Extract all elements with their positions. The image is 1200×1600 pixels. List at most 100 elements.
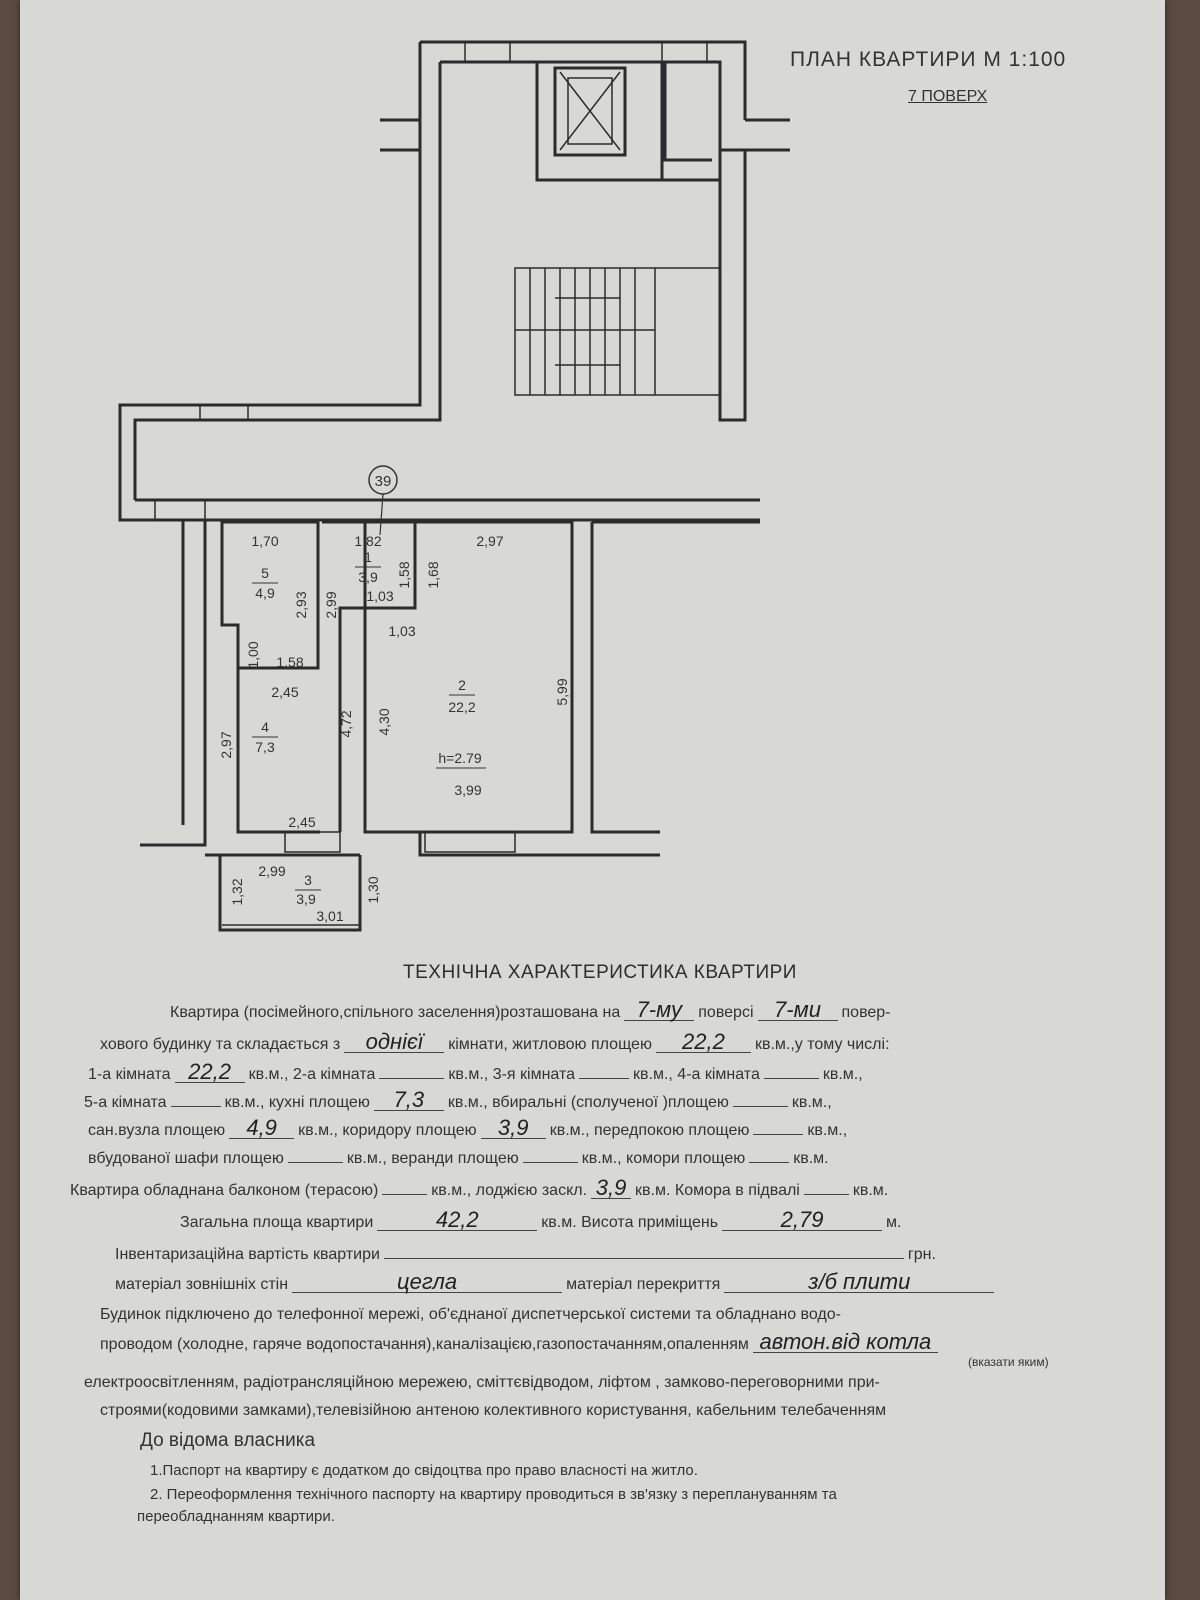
form-label: кв.м., комори площею	[581, 1150, 746, 1167]
form-label: кв.м.,у тому числі:	[754, 1036, 890, 1053]
note-item: переобладнанням квартири.	[137, 1508, 335, 1525]
form-heading: ТЕХНІЧНА ХАРАКТЕРИСТИКА КВАРТИРИ	[403, 962, 797, 983]
dimension: 2,99	[323, 591, 339, 618]
form-label: кв.м., кухні площею	[224, 1094, 370, 1111]
axis-marker: 39	[368, 465, 398, 536]
room-number: 3	[304, 872, 312, 888]
form-field-value[interactable]: з/б плити	[724, 1271, 995, 1293]
dimension: 3,01	[316, 908, 343, 924]
dimension: 3,99	[454, 782, 481, 798]
form-label: кв.м. Комора в підвалі	[635, 1182, 800, 1199]
form-field-value[interactable]: автон.від котла	[752, 1331, 938, 1353]
dimension: 1,58	[276, 654, 303, 670]
room-number: 5	[261, 565, 269, 581]
form-field-value[interactable]: 7,3	[373, 1089, 444, 1111]
form-label: кв.м., коридору площею	[298, 1122, 477, 1139]
form-field-value[interactable]	[753, 1134, 804, 1135]
dimension: 1,03	[388, 623, 415, 639]
room-area: 22,2	[448, 699, 475, 715]
floor-label: 7 ПОВЕРХ	[908, 88, 988, 105]
form-field-value[interactable]	[287, 1162, 343, 1163]
form-label: електроосвітленням, радіотрансляційною м…	[84, 1374, 880, 1391]
floor-plan: 39 1 3,9 2 22,2 3 3,9 4 7,3 5 4,9 1,70 1…	[118, 40, 790, 932]
dimension: 1,82	[354, 533, 381, 549]
form-label: Квартира обладнана балконом (терасою)	[70, 1182, 379, 1199]
dimension: 1,00	[245, 641, 261, 668]
form-label: поверсі	[698, 1004, 754, 1021]
form-field-value[interactable]: 42,2	[377, 1209, 538, 1231]
form-label: проводом (холодне, гаряче водопостачання…	[100, 1336, 749, 1353]
form-label: хового будинку та складається з	[100, 1036, 341, 1053]
form-label: повер-	[841, 1004, 891, 1021]
form-label: Загальна площа квартири	[180, 1214, 374, 1231]
room-area: 4,9	[255, 585, 275, 601]
windows	[154, 41, 708, 926]
form-field-value[interactable]	[579, 1078, 630, 1079]
form-label: строями(кодовими замками),телевізійною а…	[100, 1402, 887, 1419]
dimension: 1,32	[229, 878, 245, 905]
form-field-value[interactable]: цегла	[292, 1271, 563, 1293]
dimension: 5,99	[554, 678, 570, 705]
room-area: 7,3	[255, 739, 275, 755]
form-label: кв.м., лоджією заскл.	[431, 1182, 588, 1199]
form-label: Квартира (посімейного,спільного заселенн…	[170, 1004, 621, 1021]
form-field-value[interactable]: 3,9	[591, 1177, 632, 1199]
form-field-value[interactable]	[522, 1162, 578, 1163]
staircase	[514, 267, 721, 396]
room-area: 3,9	[296, 891, 316, 907]
form-field-value[interactable]	[763, 1078, 819, 1079]
dimension: 2,45	[271, 684, 298, 700]
note-item: 2. Переоформлення технічного паспорту на…	[150, 1486, 837, 1503]
notes-heading: До відома власника	[140, 1430, 316, 1451]
form-label: матеріал перекриття	[566, 1276, 721, 1293]
dimension: 4,72	[338, 710, 354, 737]
dimension-labels: 1,70 1,82 2,97 2,93 2,99 1,58 1,68 1,03 …	[218, 533, 570, 924]
form-field-value[interactable]	[732, 1106, 788, 1107]
form-field-value[interactable]: 22,2	[174, 1061, 245, 1083]
form-line: проводом (холодне, гаряче водопостачання…	[100, 1331, 942, 1356]
form-label: кімнати, житловою площею	[448, 1036, 652, 1053]
form-field-value[interactable]: 2,79	[722, 1209, 883, 1231]
axis-label: 39	[375, 473, 392, 490]
form-label: кв.м.,	[822, 1066, 863, 1083]
ceiling-height: h=2.79	[438, 750, 481, 766]
form-line: строями(кодовими замками),телевізійною а…	[100, 1400, 886, 1422]
form-label: кв.м.	[852, 1182, 889, 1199]
form-label: кв.м., 3-я кімната	[448, 1066, 576, 1083]
form-field-value[interactable]	[749, 1162, 790, 1163]
form-label: Інвентаризаційна вартість квартири	[115, 1246, 380, 1263]
form-label: кв.м. Висота приміщень	[541, 1214, 719, 1231]
form-field-value[interactable]: однієї	[344, 1031, 445, 1053]
form-label: матеріал зовнішніх стін	[115, 1276, 289, 1293]
dimension: 1,03	[366, 588, 393, 604]
dimension: 1,70	[251, 533, 278, 549]
form-field-value[interactable]: 22,2	[655, 1031, 751, 1053]
dimension: 4,30	[376, 708, 392, 735]
form-field-value[interactable]: 3,9	[480, 1117, 546, 1139]
dimension: 2,45	[288, 814, 315, 830]
dimension: 1,58	[396, 561, 412, 588]
form-label: вбудованої шафи площею	[88, 1150, 284, 1167]
form-label: кв.м., 4-а кімната	[633, 1066, 760, 1083]
form-field-value[interactable]: 4,9	[229, 1117, 295, 1139]
form-field-value[interactable]	[379, 1078, 445, 1079]
form-line: Будинок підключено до телефонної мережі,…	[100, 1304, 841, 1326]
room-number: 1	[364, 549, 372, 565]
form-label: Будинок підключено до телефонної мережі,…	[100, 1306, 841, 1323]
form-field-value[interactable]: 7-ми	[757, 999, 838, 1021]
note-item: 1.Паспорт на квартиру є додатком до свід…	[150, 1462, 698, 1479]
form-label: кв.м., веранди площею	[346, 1150, 519, 1167]
form-field-value[interactable]: 7-му	[624, 999, 695, 1021]
form-field-value[interactable]	[170, 1106, 221, 1107]
form-label: кв.м., вбиральні (сполученої )площею	[447, 1094, 729, 1111]
form-field-value[interactable]	[803, 1194, 849, 1195]
form-line: електроосвітленням, радіотрансляційною м…	[84, 1372, 880, 1394]
form-label: 1-а кімната	[88, 1066, 171, 1083]
form-field-value[interactable]	[382, 1194, 428, 1195]
form-field-value[interactable]	[383, 1258, 904, 1259]
